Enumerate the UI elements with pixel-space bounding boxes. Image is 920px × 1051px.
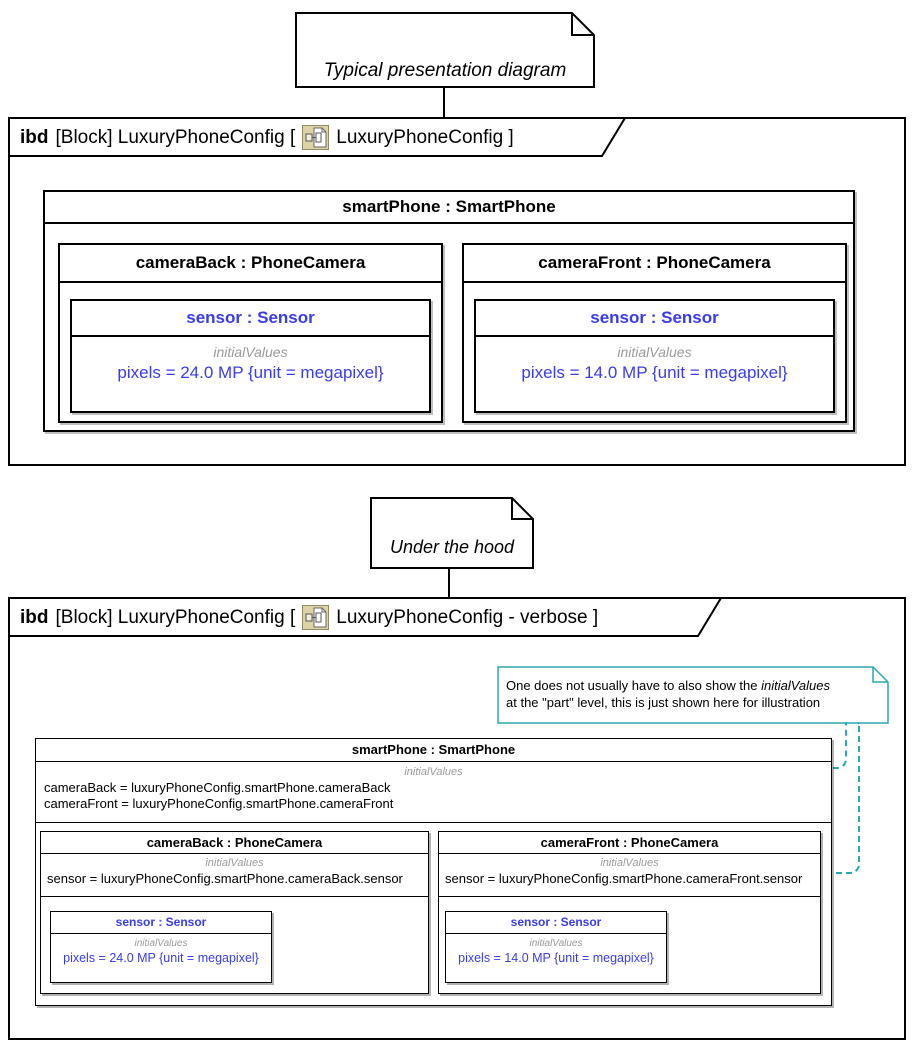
part-title: cameraBack : PhoneCamera (60, 245, 441, 283)
part-cameraback[interactable]: cameraBack : PhoneCamera sensor : Sensor… (58, 243, 443, 423)
part-sensor-verbose[interactable]: sensor : Sensor initialValues pixels = 1… (445, 911, 667, 983)
note-anchor-line (448, 568, 450, 597)
note-text: Under the hood (389, 537, 515, 557)
frame-diagram-name: LuxuryPhoneConfig - verbose ] (336, 606, 599, 628)
note-typical-presentation[interactable]: Typical presentation diagram (295, 12, 595, 88)
part-title: sensor : Sensor (51, 912, 271, 934)
comment-text: One does not usually have to also show t… (506, 677, 830, 711)
initial-values-compartment: initialValues sensor = luxuryPhoneConfig… (439, 857, 820, 897)
initial-values-compartment: initialValues cameraBack = luxuryPhoneCo… (36, 766, 831, 823)
initial-values-label: initialValues (617, 344, 692, 360)
note-shape (370, 497, 534, 569)
comment-line-1: One does not usually have to also show t… (506, 678, 831, 693)
initial-value: sensor = luxuryPhoneConfig.smartPhone.ca… (47, 871, 403, 886)
part-title: cameraFront : PhoneCamera (439, 832, 820, 854)
initial-value: cameraFront = luxuryPhoneConfig.smartPho… (44, 796, 394, 811)
comment-initialvalues-note[interactable]: One does not usually have to also show t… (497, 666, 889, 724)
note-anchor-line (443, 86, 445, 117)
part-title: sensor : Sensor (476, 301, 833, 337)
part-smartphone[interactable]: smartPhone : SmartPhone cameraBack : Pho… (43, 190, 855, 432)
part-title: sensor : Sensor (446, 912, 666, 934)
comment-italic-term: initialValues (761, 678, 831, 693)
comment-anchor-dashed-line (823, 722, 860, 874)
initial-value: pixels = 14.0 MP {unit = megapixel} (521, 363, 788, 382)
initial-values-label: initialValues (404, 766, 463, 778)
part-sensor-verbose[interactable]: sensor : Sensor initialValues pixels = 2… (50, 911, 272, 983)
initial-value: sensor = luxuryPhoneConfig.smartPhone.ca… (445, 871, 803, 886)
comment-anchor-dashed-line (833, 722, 847, 769)
frame-kind-label: ibd (20, 126, 49, 148)
frame-context-label: [Block] LuxuryPhoneConfig [ (55, 126, 296, 148)
initial-value: pixels = 14.0 MP {unit = megapixel} (458, 951, 654, 965)
note-under-the-hood[interactable]: Under the hood (370, 497, 534, 569)
part-title: cameraFront : PhoneCamera (464, 245, 845, 283)
initial-values-label: initialValues (600, 857, 659, 869)
initial-value: pixels = 24.0 MP {unit = megapixel} (63, 951, 259, 965)
part-camerafront[interactable]: cameraFront : PhoneCamera sensor : Senso… (462, 243, 847, 423)
part-camerafront-verbose[interactable]: cameraFront : PhoneCamera initialValues … (438, 831, 821, 994)
initial-values-label: initialValues (205, 857, 264, 869)
note-shape (295, 12, 595, 88)
initial-values-label: initialValues (213, 344, 288, 360)
ibd-frame-presentation[interactable]: ibd [Block] LuxuryPhoneConfig [ LuxuryPh… (8, 117, 906, 466)
initial-values-compartment: initialValues sensor = luxuryPhoneConfig… (41, 857, 428, 897)
initial-value: cameraBack = luxuryPhoneConfig.smartPhon… (44, 780, 391, 795)
note-text: Typical presentation diagram (323, 60, 567, 81)
frame-context-label: [Block] LuxuryPhoneConfig [ (55, 606, 296, 628)
part-title: smartPhone : SmartPhone (36, 739, 831, 762)
ibd-diagram-icon (302, 605, 330, 630)
part-title: smartPhone : SmartPhone (45, 192, 853, 224)
comment-shape (497, 666, 889, 724)
ibd-frame-verbose[interactable]: ibd [Block] LuxuryPhoneConfig [ LuxuryPh… (8, 597, 906, 1040)
initial-values-label: initialValues (529, 938, 583, 949)
initial-values-label: initialValues (134, 938, 188, 949)
frame-header: ibd [Block] LuxuryPhoneConfig [ LuxuryPh… (20, 119, 514, 156)
part-sensor[interactable]: sensor : Sensor initialValues pixels = 1… (474, 299, 835, 413)
initial-value: pixels = 24.0 MP {unit = megapixel} (117, 363, 384, 382)
frame-kind-label: ibd (20, 606, 49, 628)
comment-line-2: at the "part" level, this is just shown … (506, 695, 821, 710)
frame-header: ibd [Block] LuxuryPhoneConfig [ LuxuryPh… (20, 599, 598, 636)
frame-tab-shape (8, 597, 723, 637)
ibd-diagram-icon (302, 125, 330, 150)
part-title: cameraBack : PhoneCamera (41, 832, 428, 854)
part-smartphone-verbose[interactable]: smartPhone : SmartPhone initialValues ca… (35, 738, 832, 1006)
frame-diagram-name: LuxuryPhoneConfig ] (336, 126, 514, 148)
part-sensor[interactable]: sensor : Sensor initialValues pixels = 2… (70, 299, 431, 413)
part-cameraback-verbose[interactable]: cameraBack : PhoneCamera initialValues s… (40, 831, 429, 994)
part-title: sensor : Sensor (72, 301, 429, 337)
